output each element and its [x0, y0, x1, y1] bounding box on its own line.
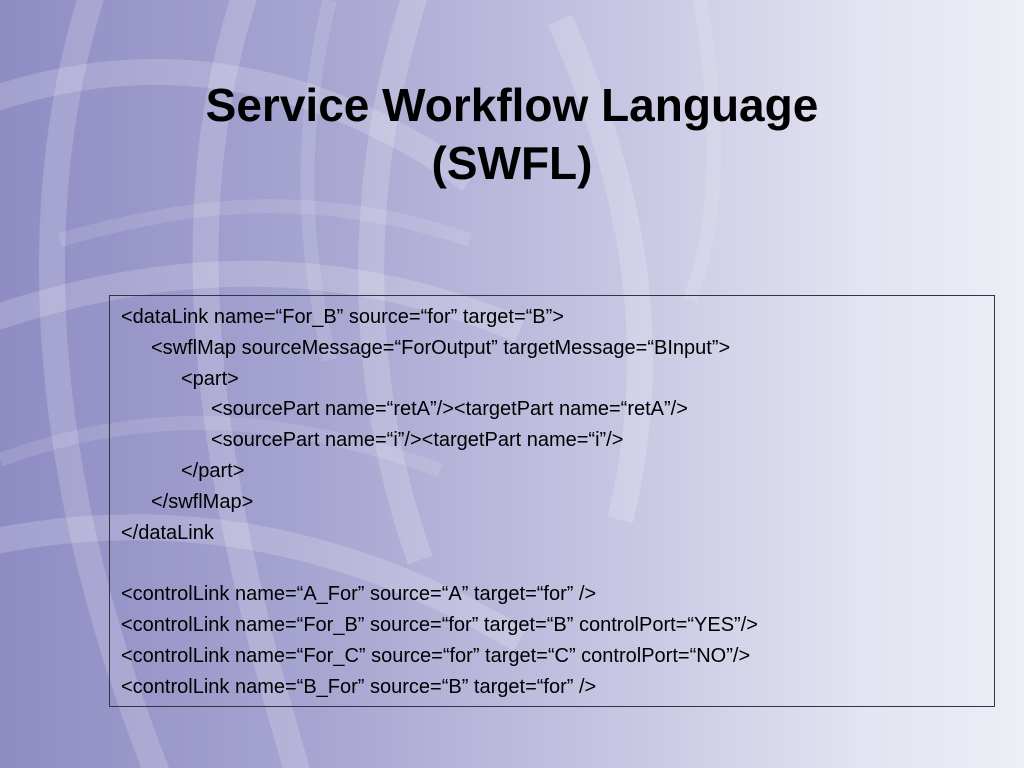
code-line: <sourcePart name=“i”/><targetPart name=“…	[211, 429, 624, 452]
code-line: <part>	[181, 367, 239, 390]
code-listing-box: <dataLink name=“For_B” source=“for” targ…	[109, 295, 995, 707]
code-line: <controlLink name=“A_For” source=“A” tar…	[121, 583, 597, 606]
code-line: <swflMap sourceMessage=“ForOutput” targe…	[151, 336, 731, 359]
code-line: <dataLink name=“For_B” source=“for” targ…	[121, 306, 564, 328]
slide-title: Service Workflow Language (SWFL)	[0, 76, 1024, 192]
slide-title-line-2: (SWFL)	[431, 137, 593, 189]
code-line-blank	[121, 548, 994, 579]
code-line: <controlLink name=“For_C” source=“for” t…	[121, 644, 751, 667]
code-line: </swflMap>	[151, 490, 254, 513]
code-line: <controlLink name=“For_B” source=“for” t…	[121, 613, 758, 636]
code-line: </part>	[181, 459, 245, 482]
code-line: </dataLink	[121, 521, 214, 544]
slide-title-line-1: Service Workflow Language	[205, 79, 819, 131]
code-line: <controlLink name=“B_For” source=“B” tar…	[121, 675, 597, 698]
code-line: <sourcePart name=“retA”/><targetPart nam…	[211, 398, 688, 421]
